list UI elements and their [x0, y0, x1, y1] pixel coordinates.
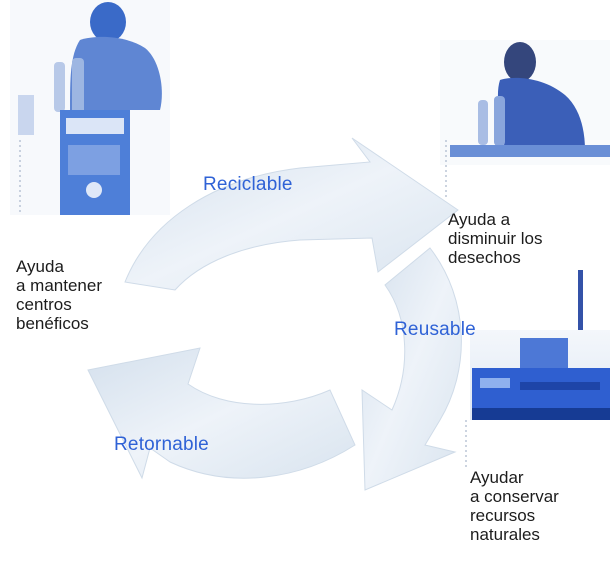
man-with-bottles-and-recycling-box-photo — [10, 0, 170, 215]
caption-top-right: Ayuda a disminuir los desechos — [448, 210, 542, 267]
caption-bottom-right-line-2: a conservar — [470, 487, 559, 506]
caption-left-line-1: Ayuda — [16, 257, 64, 276]
right-arrow — [361, 247, 462, 491]
caption-left-line-2: a mantener — [16, 276, 102, 295]
caption-top-right-line-3: desechos — [448, 248, 521, 267]
caption-bottom-right: Ayudar a conservar recursos naturales — [470, 468, 559, 544]
caption-left-line-3: centros — [16, 295, 72, 314]
man-with-bottles-photo — [440, 40, 610, 200]
cycle-arrows — [87, 137, 462, 491]
label-reusable: Reusable — [394, 319, 476, 340]
caption-left: Ayuda a mantener centros benéficos — [16, 257, 102, 333]
bottom-arrow — [87, 347, 356, 480]
label-reciclable: Reciclable — [203, 174, 293, 195]
caption-top-right-line-2: disminuir los — [448, 229, 543, 248]
caption-left-line-4: benéficos — [16, 314, 89, 333]
caption-top-right-line-1: Ayuda a — [448, 210, 511, 229]
top-arrow — [124, 137, 459, 291]
industrial-building-photo — [465, 270, 610, 470]
caption-bottom-right-line-3: recursos — [470, 506, 536, 525]
caption-bottom-right-line-1: Ayudar — [470, 468, 524, 487]
caption-bottom-right-line-4: naturales — [470, 525, 540, 544]
label-retornable: Retornable — [114, 434, 209, 455]
